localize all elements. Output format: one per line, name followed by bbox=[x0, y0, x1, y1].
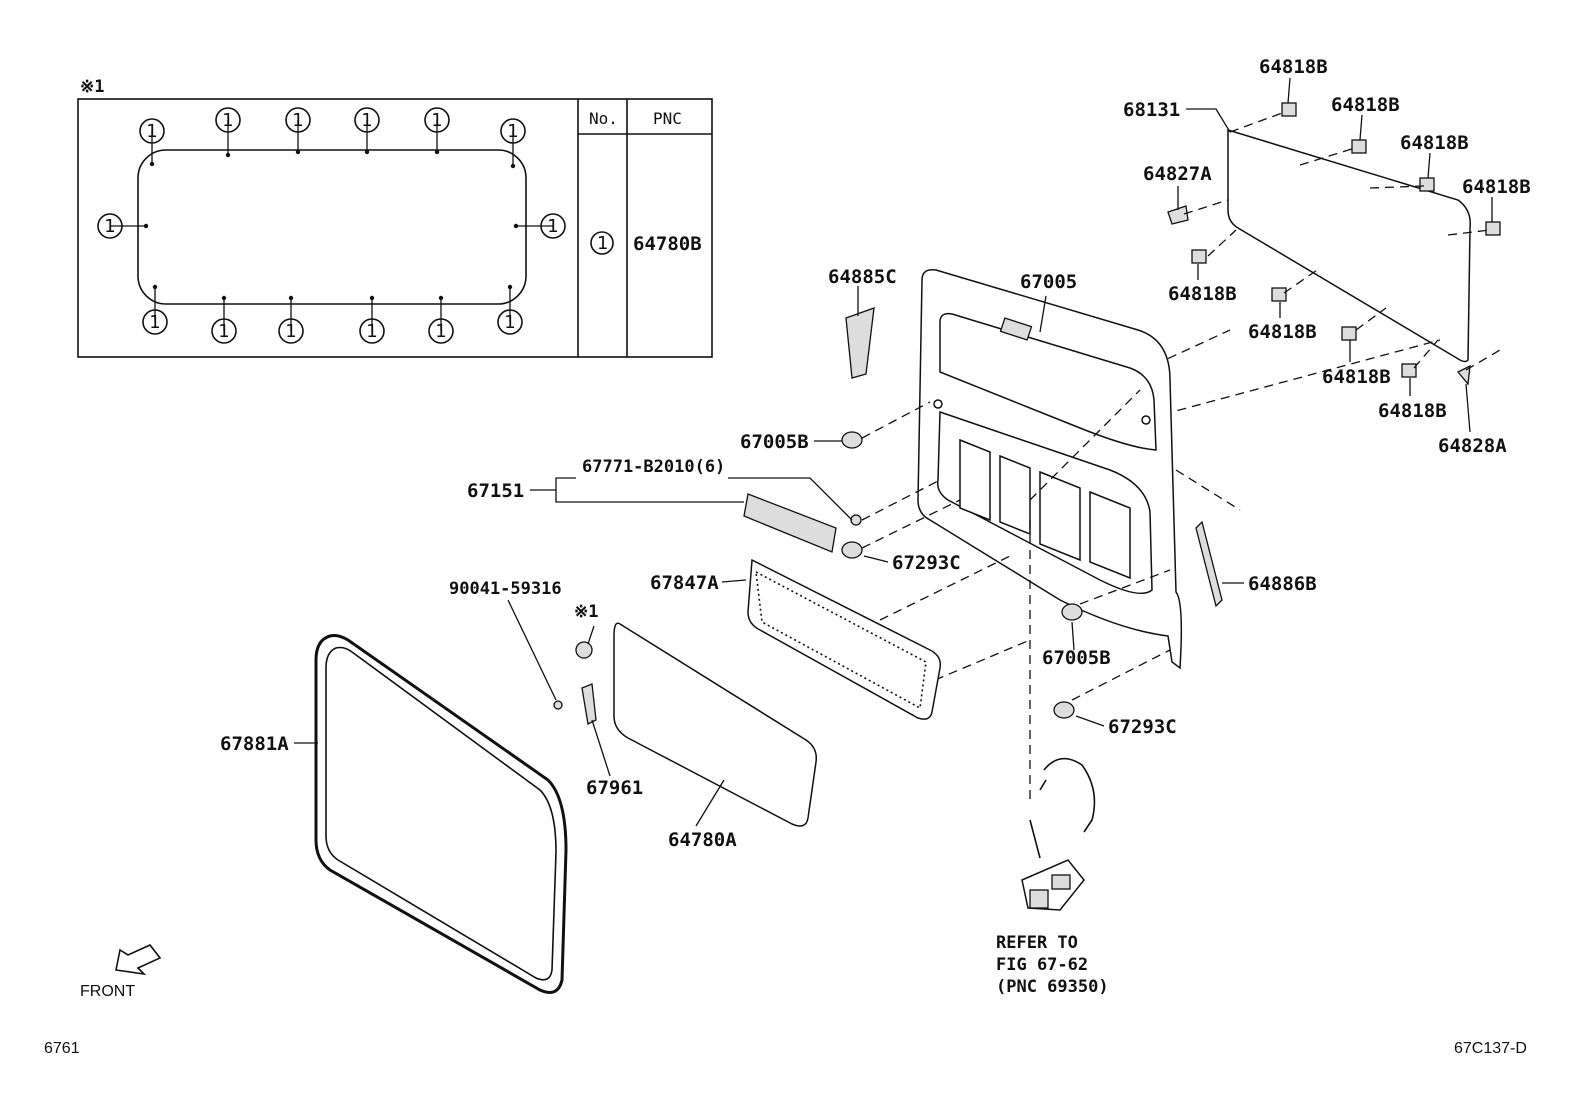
trim-board-64780A bbox=[553, 622, 818, 827]
label-64818B: 64818B bbox=[1378, 400, 1447, 422]
clip-number-icon bbox=[500, 118, 526, 144]
clip-number-icon bbox=[139, 118, 165, 144]
label-68131: 68131 bbox=[1123, 99, 1180, 121]
service-cover bbox=[743, 493, 837, 553]
leader-lines bbox=[294, 77, 1493, 827]
bumpers bbox=[841, 431, 1083, 719]
label-64818B: 64818B bbox=[1400, 132, 1469, 154]
label-67771-B2010: 67771-B2010(6) bbox=[582, 457, 725, 477]
svg-text:1: 1 bbox=[597, 233, 608, 254]
label-64818B: 64818B bbox=[1259, 56, 1328, 78]
label-67881A: 67881A bbox=[220, 733, 289, 755]
label-64818B: 64818B bbox=[1462, 176, 1531, 198]
clip-number-label: 1 bbox=[361, 110, 372, 131]
table-pnc-value: 64780B bbox=[633, 233, 702, 255]
clip-number-icon bbox=[211, 318, 237, 344]
front-arrow-icon bbox=[115, 944, 162, 976]
clip-number-icon bbox=[540, 213, 566, 239]
clip-number-label: 1 bbox=[222, 110, 233, 131]
label-64780A: 64780A bbox=[668, 829, 737, 851]
label-67293C: 67293C bbox=[892, 552, 961, 574]
back-door-glass bbox=[1227, 128, 1471, 363]
table-header-pnc: PNC bbox=[653, 109, 682, 128]
part-labels: 68131 64818B 64818B 64818B 64818B 64827A… bbox=[44, 56, 1531, 1057]
clip-number-label: 1 bbox=[146, 121, 157, 142]
clip-number-label: 1 bbox=[292, 110, 303, 131]
clip-number-icon bbox=[97, 213, 123, 239]
clip-number-icon bbox=[215, 107, 241, 133]
label-reference-mark: ※1 bbox=[574, 602, 598, 622]
clip-number-icon bbox=[497, 309, 523, 335]
label-67005: 67005 bbox=[1020, 271, 1077, 293]
clip-callouts: 1 1 1 1 1 1 1 1 1 1 1 1 1 1 bbox=[97, 107, 566, 344]
board-outline bbox=[137, 149, 527, 305]
table-header-no: No. bbox=[589, 109, 618, 128]
clip-number-icon bbox=[359, 318, 385, 344]
weatherstrip-64886B bbox=[1195, 520, 1223, 608]
label-67961: 67961 bbox=[586, 777, 643, 799]
clip-number-icon bbox=[424, 107, 450, 133]
refer-note-line2: FIG 67-62 bbox=[996, 955, 1088, 975]
label-67005B: 67005B bbox=[740, 431, 809, 453]
label-64818B: 64818B bbox=[1331, 94, 1400, 116]
clip-number-icon bbox=[428, 318, 454, 344]
label-67005B: 67005B bbox=[1042, 647, 1111, 669]
clip-number-label: 1 bbox=[366, 321, 377, 342]
front-label: FRONT bbox=[80, 983, 135, 1000]
label-64885C: 64885C bbox=[828, 266, 897, 288]
clip-number-icon bbox=[142, 309, 168, 335]
garnish-64885C bbox=[845, 307, 875, 379]
label-64818B: 64818B bbox=[1248, 321, 1317, 343]
clip-number-label: 1 bbox=[149, 312, 160, 333]
label-64818B: 64818B bbox=[1168, 283, 1237, 305]
door-weatherstrip-67881A bbox=[314, 634, 568, 994]
clip-number-label: 1 bbox=[218, 321, 229, 342]
label-67847A: 67847A bbox=[650, 572, 719, 594]
page-code: 6761 bbox=[44, 1040, 80, 1057]
clip-number-label: 1 bbox=[504, 312, 515, 333]
refer-note-line3: (PNC 69350) bbox=[996, 977, 1109, 997]
clip-location-inset: ※1 No. PNC 1 64780B 1 1 1 1 1 1 1 1 1 1 1 1 1 1 bbox=[77, 77, 713, 358]
figure-code: 67C137-D bbox=[1454, 1040, 1527, 1057]
back-door-panel bbox=[917, 268, 1183, 670]
clip-number-label: 1 bbox=[285, 321, 296, 342]
table-row-clip: 1 64780B bbox=[590, 231, 702, 255]
label-64827A: 64827A bbox=[1143, 163, 1212, 185]
label-67151: 67151 bbox=[467, 480, 524, 502]
glass-clips bbox=[1167, 102, 1501, 386]
clip-number-icon bbox=[278, 318, 304, 344]
clip-number-icon bbox=[285, 107, 311, 133]
lock-assembly bbox=[1021, 757, 1096, 911]
clip-number-icon bbox=[354, 107, 380, 133]
clip-number-label: 1 bbox=[547, 216, 558, 237]
inset-frame bbox=[77, 98, 713, 358]
label-64828A: 64828A bbox=[1438, 435, 1507, 457]
inset-reference-mark: ※1 bbox=[80, 77, 104, 97]
clip-number-label: 1 bbox=[104, 216, 115, 237]
clip-number-label: 1 bbox=[431, 110, 442, 131]
label-67293C: 67293C bbox=[1108, 716, 1177, 738]
refer-note-line1: REFER TO bbox=[996, 933, 1078, 953]
trim-board-67847A bbox=[747, 558, 942, 720]
clip-number-icon bbox=[590, 231, 614, 255]
label-90041-59316: 90041-59316 bbox=[449, 579, 562, 599]
door-dashes bbox=[861, 389, 1241, 800]
clip-number-label: 1 bbox=[435, 321, 446, 342]
clip-number-label: 1 bbox=[507, 121, 518, 142]
label-64818B: 64818B bbox=[1322, 366, 1391, 388]
label-64886B: 64886B bbox=[1248, 573, 1317, 595]
